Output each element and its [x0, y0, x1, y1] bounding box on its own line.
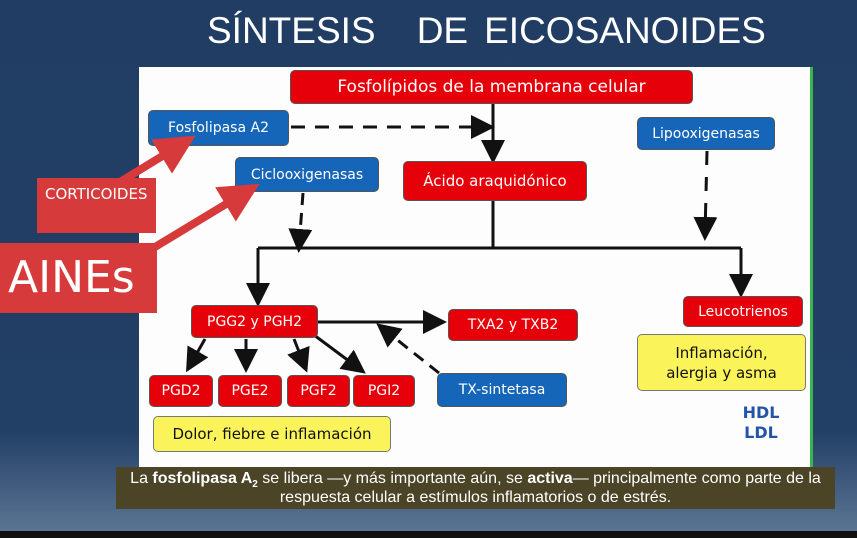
pgg2-pgh2-box: PGG2 y PGH2 — [191, 305, 318, 338]
inflamacion-box: Inflamación, alergia y asma — [637, 334, 806, 391]
caption-text: se libera —y más importante aún, se — [257, 470, 528, 487]
caption-bold-fosfolipasa: fosfolipasa A — [152, 470, 253, 487]
aines-label: AINEs — [0, 243, 157, 313]
fosfolipasa-box: Fosfolipasa A2 — [148, 110, 289, 146]
caption-overflow: de estrés. — [600, 489, 672, 506]
slide-title: SÍNTESIS DE EICOSANOIDES — [207, 6, 766, 56]
tx-sintetasa-box: TX-sintetasa — [437, 373, 567, 407]
txa2-txb2-box: TXA2 y TXB2 — [448, 309, 578, 341]
pgd2-box: PGD2 — [149, 375, 213, 407]
diagram-arrows — [186, 104, 753, 375]
bottom-strip — [0, 531, 857, 538]
leucotrienos-box: Leucotrienos — [683, 296, 803, 327]
pgf2-box: PGF2 — [287, 375, 350, 407]
corticoides-label: CORTICOIDES — [37, 178, 156, 233]
dolor-box: Dolor, fiebre e inflamación — [153, 416, 391, 452]
title-line-2: EICOSANOIDES — [484, 10, 766, 51]
caption-subscript: 2 — [252, 479, 258, 491]
caption-bold-activa: activa — [527, 470, 573, 487]
caption-text: — principalmente como parte de la respue… — [279, 470, 821, 506]
pgi2-box: PGI2 — [353, 375, 415, 407]
acido-araquidonico-box: Ácido araquidónico — [403, 161, 587, 201]
lipooxigenasas-box: Lipooxigenasas — [637, 117, 775, 150]
pge2-box: PGE2 — [218, 375, 282, 407]
eicosanoid-diagram: Fosfolípidos de la membrana celular Fosf… — [139, 67, 813, 467]
caption-box: La fosfolipasa A2 se libera —y más impor… — [116, 467, 835, 509]
caption-text: La — [130, 470, 153, 487]
title-line-1: SÍNTESIS DE — [207, 10, 469, 51]
fosfolipidos-box: Fosfolípidos de la membrana celular — [290, 70, 693, 104]
hdl-ldl-logo: HDL LDL — [742, 403, 780, 442]
ciclooxigenasas-box: Ciclooxigenasas — [235, 157, 379, 192]
